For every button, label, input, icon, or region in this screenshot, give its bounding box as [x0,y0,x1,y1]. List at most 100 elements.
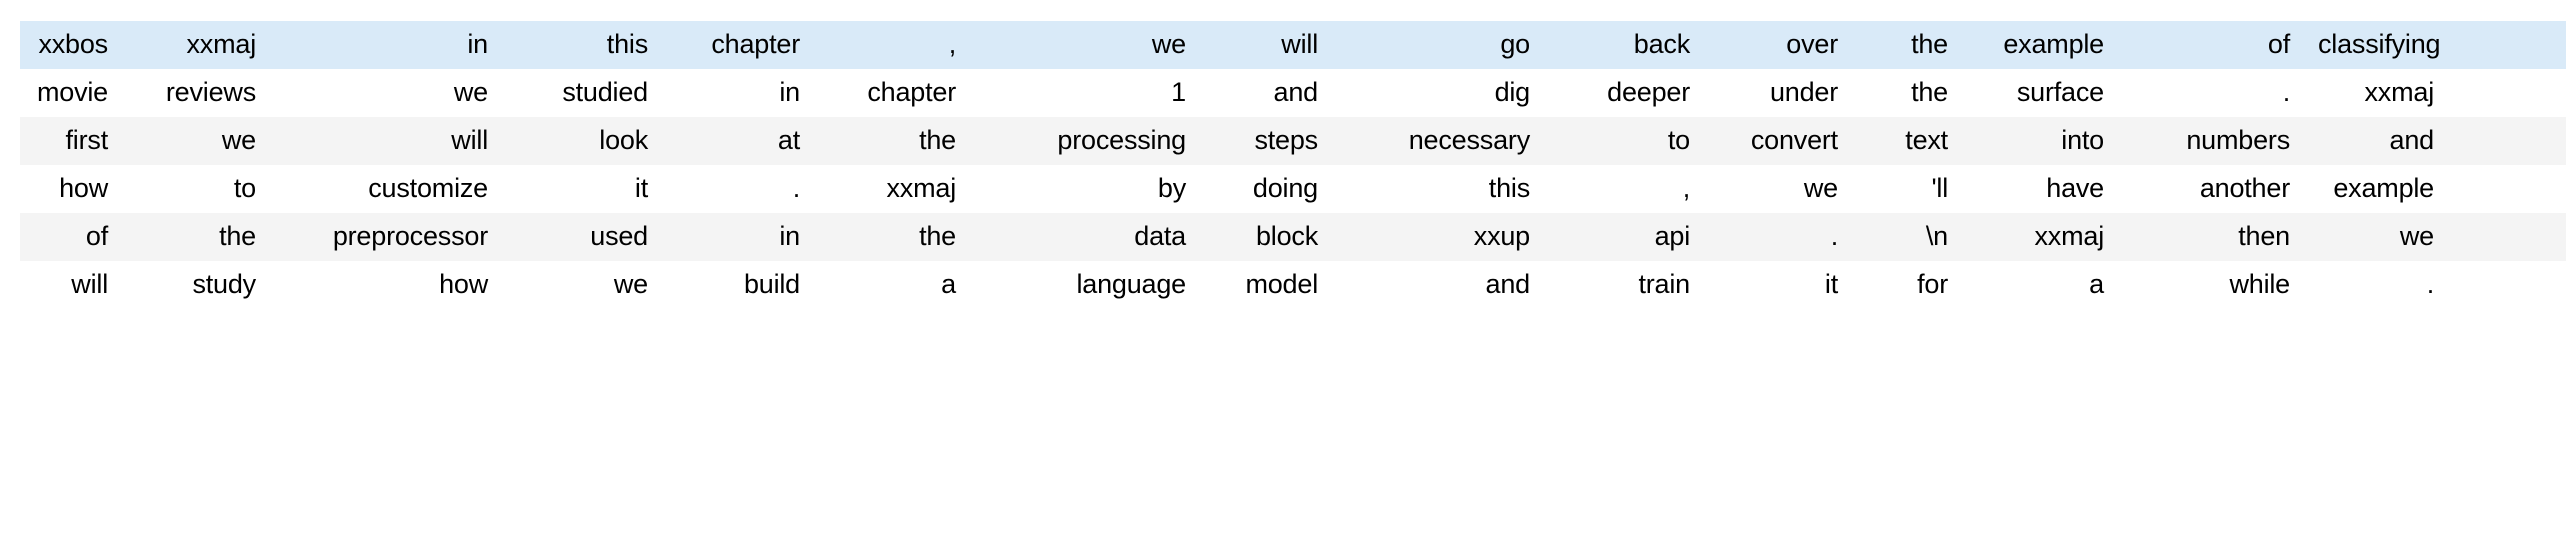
table-cell-empty [2450,261,2566,309]
table-row: xxbos xxmaj in this chapter , we will go… [20,21,2566,69]
table-cell: preprocessor [332,221,488,252]
table-cell: \n [1925,221,1948,252]
table-cell: api [1654,221,1691,252]
table-cell: example [2003,29,2104,60]
table-cell: data [1134,221,1186,252]
table-cell: by [1157,173,1186,204]
table-cell: , [948,29,957,60]
table-row: will study how we build a language model… [20,261,2566,309]
table-cell: it [634,173,648,204]
table-cell: . [1830,221,1839,252]
table-cell: the [1911,77,1948,108]
table-cell: and [1273,77,1319,108]
table-cell: movie [36,77,108,108]
table-cell: how [439,269,488,300]
table-cell: customize [368,173,488,204]
table-cell: classifying [2318,29,2441,60]
table-cell: train [1638,269,1690,300]
table-cell: of [85,221,108,252]
table-cell: will [1281,29,1318,60]
table-cell: example [2333,173,2434,204]
table-cell: in [779,221,800,252]
table-cell: xxup [1473,221,1530,252]
table-cell: we [1803,173,1838,204]
table-cell: chapter [867,77,956,108]
table-cell-empty [2450,165,2566,213]
table-cell: the [1911,29,1948,60]
table-cell: chapter [711,29,800,60]
table-cell: dig [1494,77,1531,108]
table-cell: and [2389,125,2435,156]
table-cell: into [2061,125,2104,156]
table-cell: we [2399,221,2434,252]
table-cell: then [2238,221,2290,252]
table-cell: . [2282,77,2291,108]
table-cell: 'll [1931,173,1948,204]
table-cell: deeper [1607,77,1690,108]
table-cell: xxmaj [886,173,956,204]
table-cell: convert [1750,125,1838,156]
table-cell: xxmaj [186,29,256,60]
table-cell: model [1245,269,1318,300]
table-cell: text [1905,125,1948,156]
table-cell: over [1786,29,1838,60]
table-cell: of [2267,29,2290,60]
table-cell: another [2199,173,2290,204]
table-cell: language [1076,269,1186,300]
table-cell: go [1500,29,1530,60]
table-cell: under [1769,77,1838,108]
table-cell: it [1824,269,1838,300]
table-cell: block [1255,221,1318,252]
table-cell: reviews [165,77,256,108]
table-cell: this [1488,173,1530,204]
table-cell: for [1917,269,1948,300]
table-cell: we [613,269,648,300]
table-row: movie reviews we studied in chapter 1 an… [20,69,2566,117]
table-cell-empty [2450,69,2566,117]
table-cell: look [599,125,648,156]
table-cell: xxmaj [2034,221,2104,252]
table-cell: 1 [1171,77,1186,108]
table-cell: we [221,125,256,156]
table-cell: this [606,29,648,60]
table-cell: xxmaj [2364,77,2434,108]
table-cell: a [2089,269,2104,300]
table-cell: xxbos [38,29,108,60]
table-cell: we [1151,29,1186,60]
table-row: first we will look at the processing ste… [20,117,2566,165]
table-cell-empty [2450,21,2566,69]
table-cell: study [192,269,256,300]
table-cell: the [919,221,956,252]
token-table-body: xxbos xxmaj in this chapter , we will go… [20,21,2566,309]
table-cell: at [777,125,800,156]
table-cell: and [1485,269,1531,300]
table-cell: first [65,125,109,156]
table-cell: processing [1057,125,1186,156]
table-cell-empty [2450,213,2566,261]
table-cell: will [451,125,488,156]
table-cell: surface [2016,77,2104,108]
table-cell: the [919,125,956,156]
table-cell: in [467,29,488,60]
table-cell: have [2046,173,2104,204]
token-table: xxbos xxmaj in this chapter , we will go… [20,21,2566,309]
table-cell: to [1667,125,1690,156]
table-row: of the preprocessor used in the data blo… [20,213,2566,261]
table-cell: , [1682,173,1691,204]
table-row: how to customize it . xxmaj by doing thi… [20,165,2566,213]
table-cell: the [219,221,256,252]
table-cell: while [2229,269,2290,300]
table-cell: used [590,221,648,252]
table-cell: steps [1254,125,1318,156]
table-cell: . [2426,269,2435,300]
table-cell: how [59,173,108,204]
table-cell: necessary [1408,125,1530,156]
table-cell: studied [562,77,648,108]
table-cell: . [792,173,801,204]
table-cell: build [743,269,800,300]
table-cell: will [71,269,108,300]
table-cell: we [453,77,488,108]
table-cell: doing [1252,173,1318,204]
table-cell: a [941,269,956,300]
